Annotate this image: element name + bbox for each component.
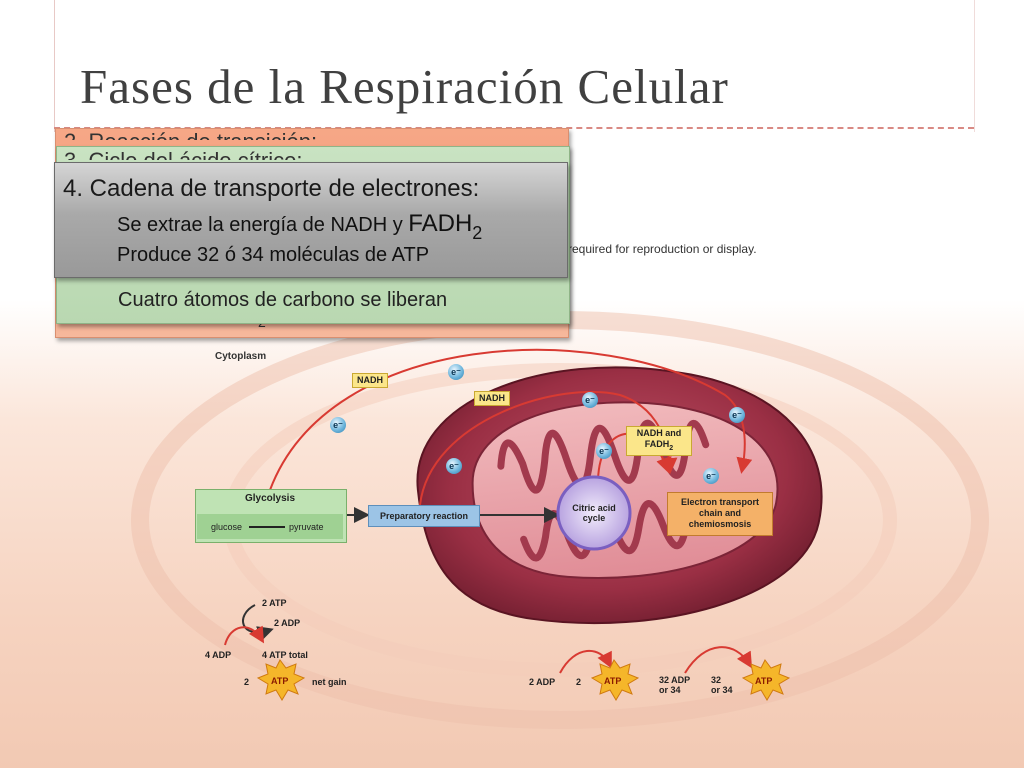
corner-line-right bbox=[974, 0, 975, 132]
atp-arrow-2adp bbox=[559, 649, 612, 674]
etc-line1: Electron transport bbox=[680, 497, 759, 507]
atp-arrow-4adp bbox=[224, 625, 265, 646]
arrow-glycolysis-to-etc bbox=[269, 348, 753, 491]
pyruvate-label: pyruvate bbox=[289, 522, 324, 532]
atp-burst-2 bbox=[590, 659, 640, 701]
electron-badge: e⁻ bbox=[703, 468, 719, 484]
adp-2b-label: 2 ADP bbox=[529, 677, 556, 687]
atp-label-1: ATP bbox=[271, 676, 289, 686]
glycolysis-title: Glycolysis bbox=[244, 493, 296, 504]
net-gain-label: net gain bbox=[312, 677, 347, 687]
atp-label-3: ATP bbox=[755, 676, 773, 686]
citric-acid-cycle-circle bbox=[556, 475, 632, 551]
electron-badge: e⁻ bbox=[330, 417, 346, 433]
adp-32-label: 32 ADP or 34 bbox=[659, 675, 690, 695]
adp-2-label: 2 ADP bbox=[274, 618, 301, 628]
phase4-atp-line: Produce 32 ó 34 moléculas de ATP bbox=[117, 244, 430, 266]
adp-4-label: 4 ADP bbox=[205, 650, 232, 660]
electron-transport-box: Electron transport chain and chemiosmosi… bbox=[667, 492, 773, 536]
citric-line2: cycle bbox=[582, 513, 606, 523]
preparatory-reaction-box: Preparatory reaction bbox=[368, 505, 480, 527]
atp-burst-3 bbox=[741, 659, 791, 701]
phase3-carbon-line: Cuatro átomos de carbono se liberan bbox=[118, 289, 448, 311]
phase4-fadh: FADH bbox=[408, 210, 473, 237]
phase3-heading: 3. Ciclo del ácido cítrico: bbox=[64, 146, 302, 160]
electron-badge: e⁻ bbox=[446, 458, 462, 474]
adp-32-line2: or 34 bbox=[659, 685, 681, 695]
nadh-label-1: NADH bbox=[352, 373, 388, 388]
glucose-label: glucose bbox=[211, 522, 243, 532]
atp-burst-1 bbox=[256, 659, 306, 701]
phase2-heading: 2. Reacción de transición: bbox=[64, 128, 317, 140]
net-number: 2 bbox=[244, 677, 250, 687]
nadh-label-2: NADH bbox=[474, 391, 510, 406]
electron-badge: e⁻ bbox=[448, 364, 464, 380]
glucose-arrow-line bbox=[249, 526, 285, 528]
slide-title: Fases de la Respiración Celular bbox=[80, 59, 729, 114]
phase4-box bbox=[54, 162, 568, 278]
cytoplasm-label: Cytoplasm bbox=[215, 351, 267, 362]
glycolysis-row: glucose pyruvate bbox=[197, 514, 343, 539]
etc-line2: chain and bbox=[698, 508, 741, 518]
nadh-fadh-line2: FADH bbox=[644, 439, 670, 449]
nadh-fadh-line1: NADH and bbox=[636, 428, 682, 438]
electron-badge: e⁻ bbox=[596, 443, 612, 459]
mitochondrion-cristae bbox=[497, 419, 710, 494]
electron-badge: e⁻ bbox=[582, 392, 598, 408]
phase4-fadh-sub: 2 bbox=[472, 223, 483, 243]
etc-line3: chemiosmosis bbox=[688, 519, 752, 529]
nadh-fadh-label: NADH and FADH2 bbox=[626, 426, 692, 456]
atp-label-2: ATP bbox=[604, 676, 622, 686]
electron-badge: e⁻ bbox=[729, 407, 745, 423]
citric-line1: Citric acid bbox=[572, 503, 616, 513]
phase4-energy-line: Se extrae la energía de NADH y FADH2 bbox=[117, 210, 482, 244]
atp-2-label: 2 ATP bbox=[262, 598, 287, 608]
num-32-line1: 32 bbox=[711, 675, 722, 685]
atp-4-total-label: 4 ATP total bbox=[262, 650, 308, 660]
nadh-fadh-sub: 2 bbox=[669, 444, 674, 452]
citric-acid-cycle-label: Citric acid cycle bbox=[568, 503, 620, 523]
atp-arrow-32adp bbox=[684, 646, 753, 674]
phase4-heading: 4. Cadena de transporte de electrones: bbox=[63, 175, 480, 202]
adp-32-line1: 32 ADP bbox=[659, 675, 691, 685]
phase4-energy-text: Se extrae la energía de NADH y bbox=[117, 214, 409, 236]
num-2b-label: 2 bbox=[576, 677, 582, 687]
num-32-label: 32 or 34 bbox=[711, 675, 733, 695]
corner-line-left bbox=[54, 0, 55, 132]
image-notice-fragment: required for reproduction or display. bbox=[568, 242, 757, 256]
num-32-line2: or 34 bbox=[711, 685, 733, 695]
